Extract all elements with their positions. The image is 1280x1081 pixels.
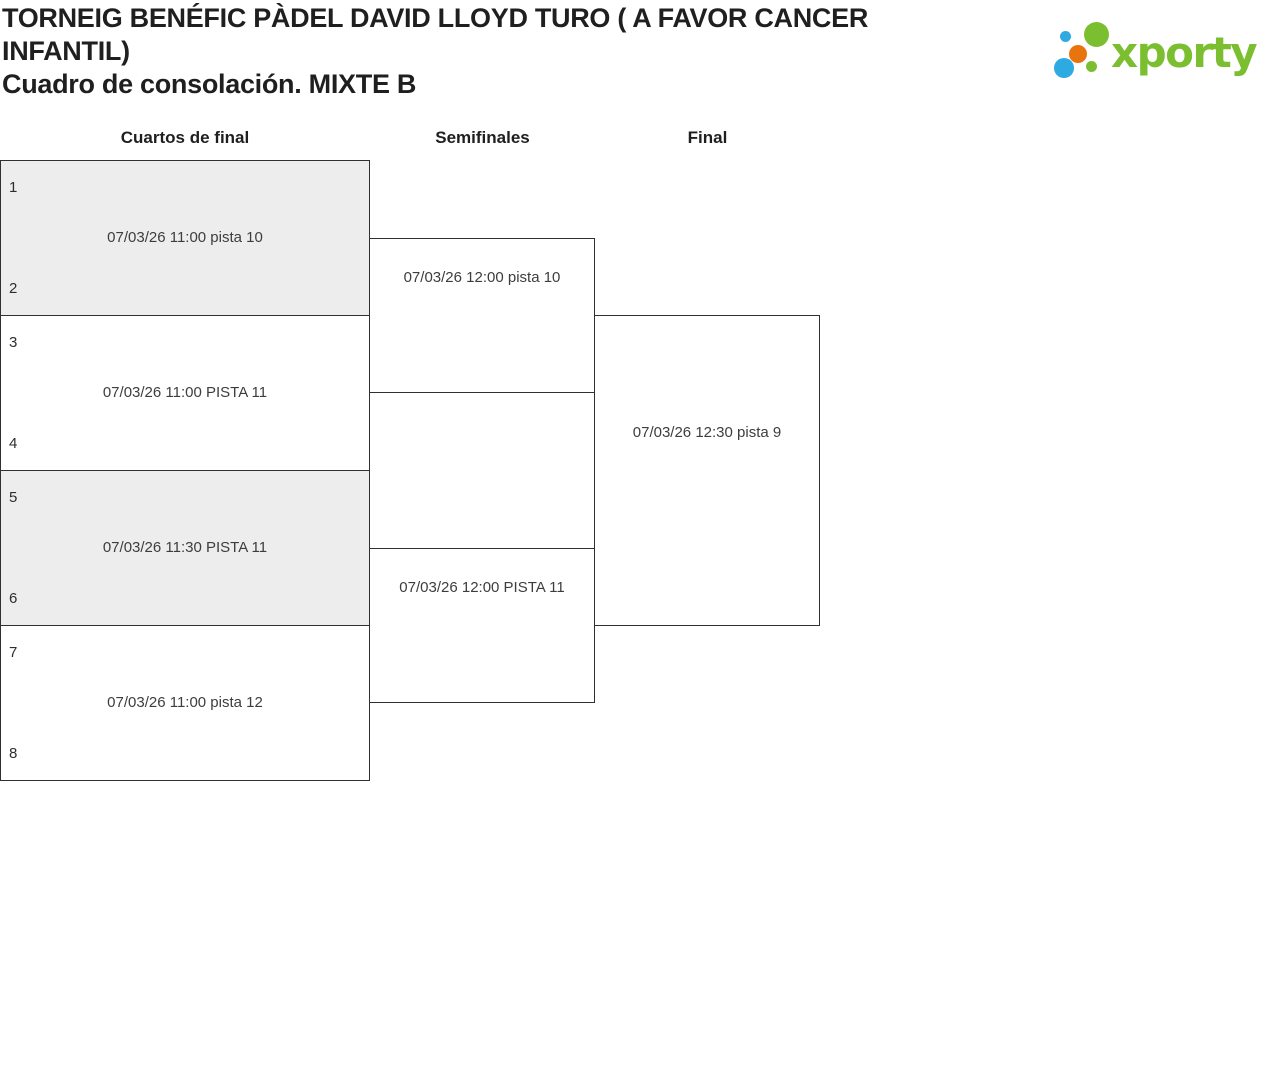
match-schedule: 07/03/26 12:00 PISTA 11 [399,579,565,596]
tournament-title: TORNEIG BENÉFIC PÀDEL DAVID LLOYD TURO (… [2,2,962,68]
seed-number-7: 7 [9,644,18,661]
seed-number-4: 4 [9,435,18,452]
match-schedule: 07/03/26 11:30 PISTA 11 [102,539,268,556]
logo-dot-green-small-icon [1086,61,1097,72]
match-semifinal-1: 07/03/26 12:00 pista 10 [369,238,595,393]
match-schedule: 07/03/26 12:30 pista 9 [632,424,782,441]
logo-dot-orange-icon [1069,45,1087,63]
match-schedule: 07/03/26 11:00 pista 10 [107,229,263,246]
tournament-title-line2: INFANTIL) [2,36,130,66]
logo-dot-green-large-icon [1084,22,1109,47]
match-quarterfinal-3: 5 07/03/26 11:30 PISTA 11 6 [0,470,370,626]
seed-number-1: 1 [9,179,18,196]
seed-number-5: 5 [9,489,18,506]
logo-dot-blue-small-icon [1060,31,1071,42]
match-schedule: 07/03/26 11:00 pista 12 [107,694,263,711]
match-semifinal-2: 07/03/26 12:00 PISTA 11 [369,548,595,703]
round-header-cuartos-de-final: Cuartos de final [120,128,250,147]
page-title-block: TORNEIG BENÉFIC PÀDEL DAVID LLOYD TURO (… [2,2,962,101]
match-quarterfinal-2: 3 07/03/26 11:00 PISTA 11 4 [0,315,370,471]
match-schedule: 07/03/26 12:00 pista 10 [403,269,561,286]
round-header-semifinales: Semifinales [435,128,530,147]
match-quarterfinal-1: 1 07/03/26 11:00 pista 10 2 [0,160,370,316]
xporty-logo[interactable]: xporty [1048,14,1270,86]
seed-number-6: 6 [9,590,18,607]
match-final: 07/03/26 12:30 pista 9 [594,315,820,626]
xporty-logo-text: xporty [1111,28,1258,77]
match-quarterfinal-4: 7 07/03/26 11:00 pista 12 8 [0,625,370,781]
seed-number-8: 8 [9,745,18,762]
tournament-title-line1: TORNEIG BENÉFIC PÀDEL DAVID LLOYD TURO (… [2,3,869,33]
seed-number-2: 2 [9,280,18,297]
seed-number-3: 3 [9,334,18,351]
bracket-subtitle: Cuadro de consolación. MIXTE B [2,69,417,99]
round-header-final: Final [687,128,728,147]
logo-dot-blue-large-icon [1054,58,1074,78]
match-schedule: 07/03/26 11:00 PISTA 11 [102,384,268,401]
